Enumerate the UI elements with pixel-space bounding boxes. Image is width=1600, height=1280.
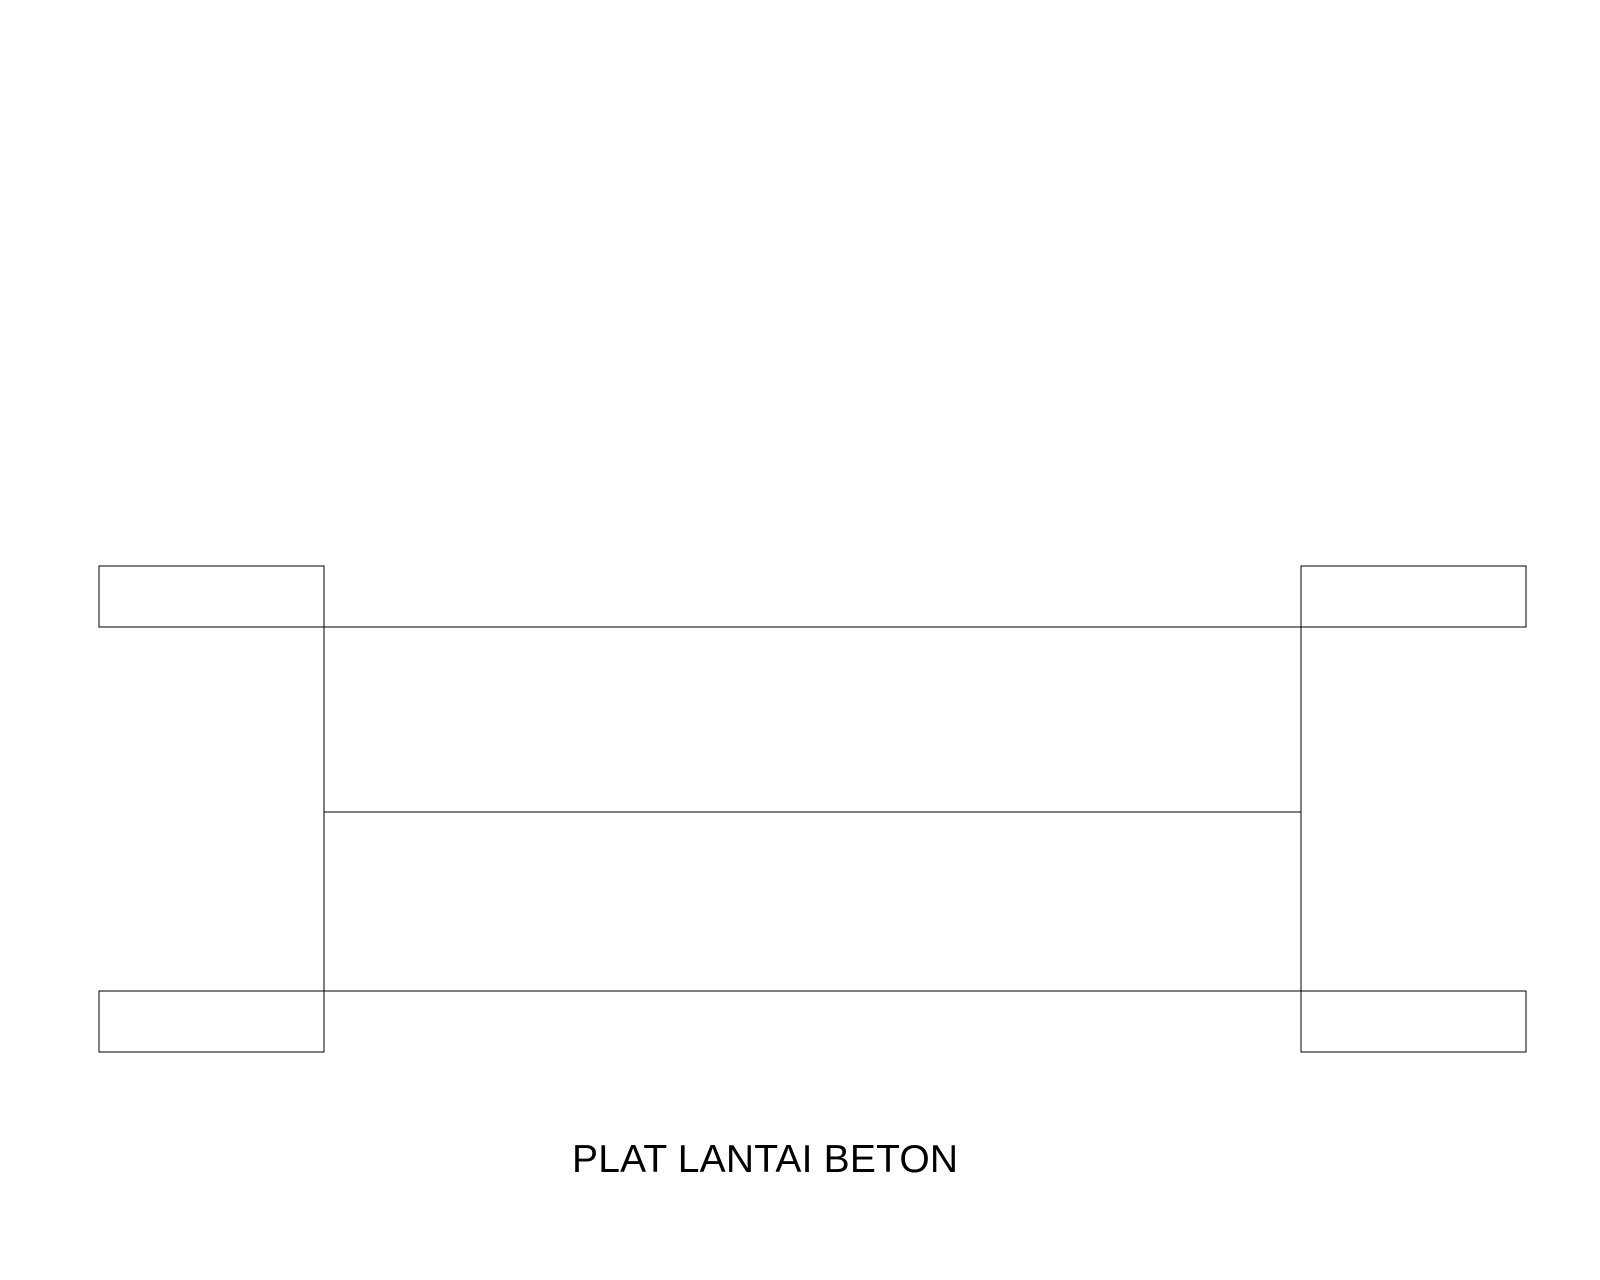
column-bottom-right — [1300, 990, 1527, 1053]
column-top-right — [1300, 565, 1527, 628]
column-bottom-left — [98, 990, 325, 1053]
drawing-caption: PLAT LANTAI BETON — [572, 1138, 959, 1181]
column-top-left — [98, 565, 325, 628]
